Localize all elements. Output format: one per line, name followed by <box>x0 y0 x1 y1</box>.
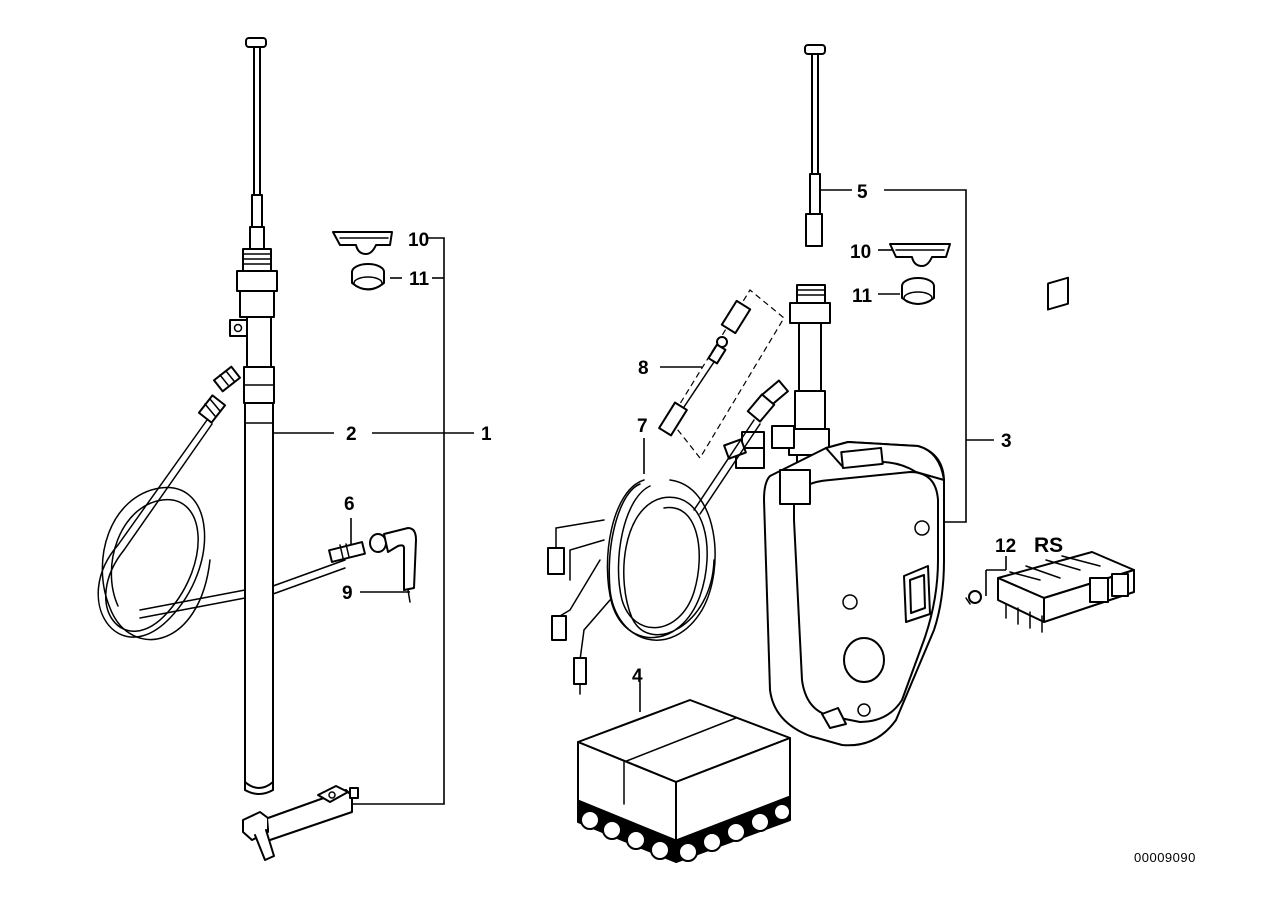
callout-12: 12 <box>995 536 1016 557</box>
callout-labels: 1 2 3 4 5 6 7 8 9 10 11 10 11 12 RS <box>342 182 1063 687</box>
right-coax-coil <box>547 379 789 695</box>
callout-11-left: 11 <box>409 269 430 290</box>
callout-7: 7 <box>637 416 648 437</box>
wiring-connector-group <box>658 289 795 469</box>
right-cap-and-grommet <box>889 243 951 305</box>
right-antenna-mast <box>788 44 831 476</box>
callout-10-left: 10 <box>408 230 429 251</box>
left-plug-parts <box>328 527 417 603</box>
left-antenna-mast <box>229 37 278 795</box>
left-cap-and-grommet <box>332 231 393 291</box>
motor-housing <box>763 441 945 747</box>
callout-10-right: 10 <box>850 242 871 263</box>
callout-2: 2 <box>346 424 357 445</box>
callout-rs: RS <box>1034 534 1063 557</box>
right-leader-lines <box>639 189 1007 712</box>
callout-4: 4 <box>632 666 643 687</box>
callout-3: 3 <box>1001 431 1012 452</box>
relay-switch-block <box>965 276 1135 633</box>
callout-8: 8 <box>638 358 649 379</box>
left-mounting-bracket <box>242 785 359 861</box>
callout-9: 9 <box>342 583 353 604</box>
callout-11-right: 11 <box>852 286 873 307</box>
left-coax-cable <box>97 365 346 641</box>
callout-1: 1 <box>481 424 492 445</box>
callout-5: 5 <box>857 182 868 203</box>
diagram-code: 00009090 <box>1134 850 1196 865</box>
callout-6: 6 <box>344 494 355 515</box>
foam-box <box>577 699 791 863</box>
left-leader-lines <box>273 237 474 805</box>
